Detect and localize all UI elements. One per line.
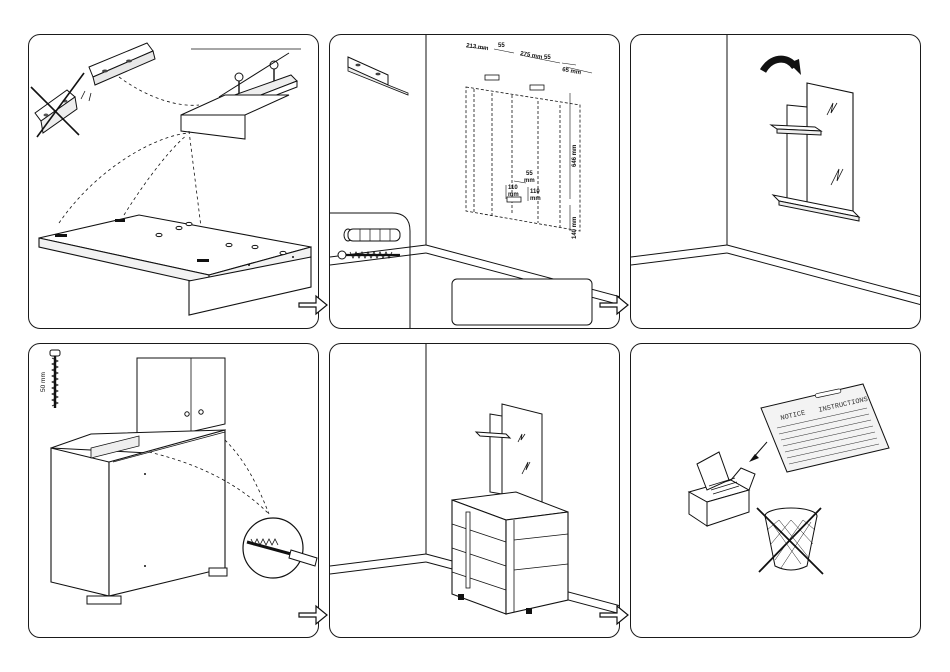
step-panel-6: NOTICE INSTRUCTIONS bbox=[630, 343, 921, 638]
screwdriver-detail-illustration bbox=[243, 518, 317, 578]
dim-55a: 55 bbox=[498, 43, 505, 49]
dim-55c: 55 bbox=[526, 171, 533, 177]
step-panel-1 bbox=[28, 34, 319, 329]
dim-110a: 110 bbox=[508, 185, 518, 191]
dim-275: 275 mm bbox=[520, 51, 543, 61]
step4-illustration: 50 mm bbox=[29, 344, 319, 638]
step-panel-2: 213 mm 55 275 mm 55 65 mm 646 mm 55 mm 1… bbox=[329, 34, 620, 329]
dim-mm-c: mm bbox=[524, 178, 535, 184]
crossed-waste-bin-icon bbox=[757, 508, 823, 574]
cabinet-with-back-panel-illustration bbox=[51, 358, 227, 604]
next-step-arrow-icon bbox=[599, 604, 629, 626]
step1-illustration bbox=[29, 35, 319, 329]
tabletop-illustration bbox=[39, 215, 311, 315]
table-corner-detail bbox=[181, 95, 289, 139]
dim-mm-a: mm bbox=[508, 192, 519, 198]
step-panel-4: 50 mm bbox=[28, 343, 319, 638]
step-panel-5 bbox=[329, 343, 620, 638]
screw-length-label: 50 mm bbox=[40, 372, 47, 392]
step6-illustration: NOTICE INSTRUCTIONS bbox=[631, 344, 921, 638]
mirror-outline bbox=[466, 87, 580, 231]
wrong-bracket-illustration bbox=[31, 73, 84, 137]
rotate-arrow-icon bbox=[763, 59, 795, 71]
dim-mm-b: mm bbox=[530, 196, 541, 202]
mirror-with-shelf-illustration bbox=[771, 83, 859, 221]
wall-bracket-illustration bbox=[81, 43, 155, 101]
next-step-arrow-icon bbox=[599, 294, 629, 316]
instruction-sheet-illustration: NOTICE INSTRUCTIONS bbox=[761, 384, 889, 472]
dim-65: 65 mm bbox=[562, 67, 582, 76]
dim-110b: 110 bbox=[530, 189, 540, 195]
wall-plug-and-screw-illustration bbox=[338, 229, 400, 259]
next-step-arrow-icon bbox=[298, 604, 328, 626]
step2-illustration: 213 mm 55 275 mm 55 65 mm 646 mm 55 mm 1… bbox=[330, 35, 620, 329]
empty-note-box bbox=[452, 279, 592, 325]
recycling-box-illustration bbox=[689, 452, 755, 526]
dimension-labels: 213 mm 55 275 mm 55 65 mm 646 mm 55 mm 1… bbox=[466, 43, 582, 239]
step-panel-3 bbox=[630, 34, 921, 329]
long-screw-illustration: 50 mm bbox=[40, 350, 60, 408]
dim-140: 140 mm bbox=[572, 217, 578, 239]
assembled-dresser-illustration bbox=[452, 404, 568, 614]
step3-illustration bbox=[631, 35, 921, 329]
dim-213: 213 mm bbox=[466, 43, 489, 52]
dim-55b: 55 bbox=[544, 55, 551, 61]
dim-646: 646 mm bbox=[572, 145, 578, 167]
next-step-arrow-icon bbox=[298, 294, 328, 316]
step5-illustration bbox=[330, 344, 620, 638]
